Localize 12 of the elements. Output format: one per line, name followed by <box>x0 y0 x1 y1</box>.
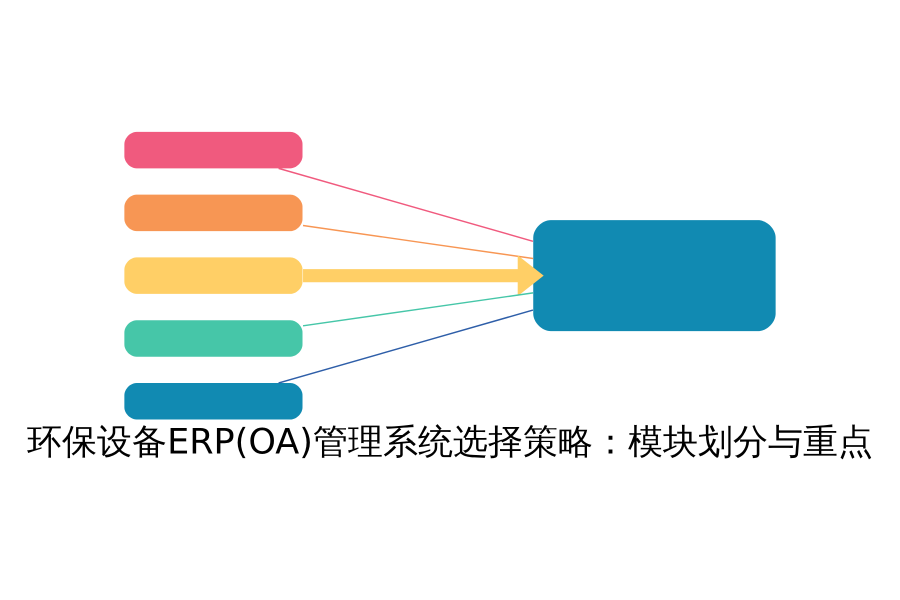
node-box <box>533 220 776 331</box>
node-bar <box>124 382 303 419</box>
connector <box>278 167 534 242</box>
connector <box>302 224 534 259</box>
arrow <box>303 254 544 296</box>
diagram-title: 环保设备ERP(OA)管理系统选择策略：模块划分与重点 <box>27 420 873 462</box>
node-bar <box>124 194 303 231</box>
node-bar <box>124 131 303 168</box>
connector <box>278 308 534 384</box>
connector <box>302 292 534 326</box>
node-bar <box>124 320 303 356</box>
node-bar <box>124 256 303 294</box>
